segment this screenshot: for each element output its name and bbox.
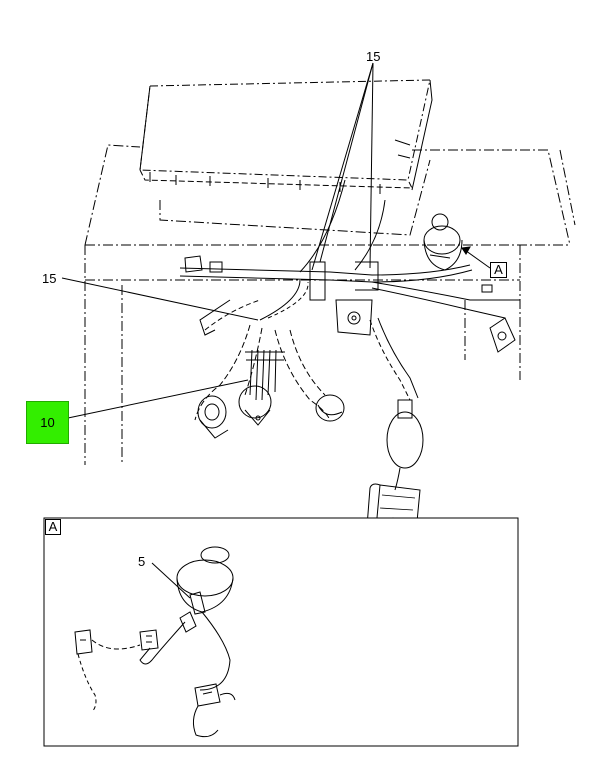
dashboard-outline xyxy=(84,144,576,465)
harness-wires xyxy=(245,349,285,401)
callout-15-left: 15 xyxy=(42,271,57,286)
inset-connectors xyxy=(74,629,221,707)
view-a-pointer-label: A xyxy=(490,262,507,278)
callout-5-inset: 5 xyxy=(138,554,146,569)
inset-a-label: A xyxy=(45,519,61,535)
left-clip xyxy=(184,255,223,273)
lower-harness-bundle xyxy=(194,324,331,421)
leader-lines xyxy=(61,62,491,419)
right-connector xyxy=(481,284,516,353)
callout-10-label: 10 xyxy=(40,415,55,430)
harness-connectors xyxy=(197,385,345,439)
instrument-panel xyxy=(139,79,433,194)
inset-wires xyxy=(77,562,236,738)
switch-assembly xyxy=(423,213,463,271)
callout-10-highlight[interactable]: 10 xyxy=(26,401,69,444)
pedal-cable xyxy=(369,317,424,491)
wiring-harness xyxy=(179,179,520,336)
inset-switch xyxy=(176,546,234,691)
mounting-bracket xyxy=(309,261,379,336)
detail-a-inset xyxy=(43,517,519,747)
callout-15-top: 15 xyxy=(366,49,381,64)
